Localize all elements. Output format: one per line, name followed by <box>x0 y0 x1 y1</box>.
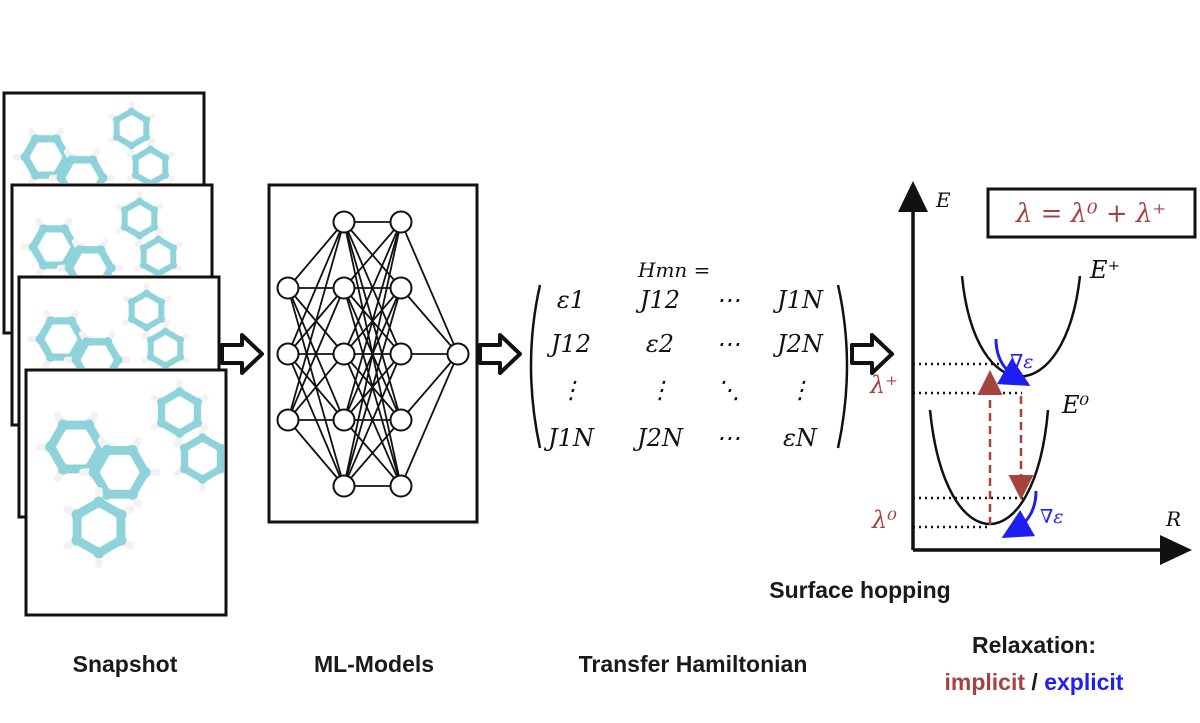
nn-neuron <box>332 408 356 432</box>
matrix-cell: ⋯ <box>716 330 740 358</box>
nn-neuron <box>446 342 470 366</box>
matrix-cell: ⋮ <box>559 376 583 404</box>
nn-connection <box>343 353 402 487</box>
flow-arrow-3 <box>850 333 894 375</box>
nn-neuron <box>389 210 413 234</box>
nn-connection <box>400 221 459 355</box>
nn-neuron <box>389 342 413 366</box>
r-axis-arrowhead <box>1160 535 1192 565</box>
nn-connection <box>343 287 402 487</box>
nn-connection <box>287 353 345 421</box>
nn-neuron <box>276 276 300 300</box>
flow-arrow-2 <box>478 333 522 375</box>
nn-connection <box>287 419 345 487</box>
matrix-cell: εN <box>783 424 818 452</box>
relaxation-separator: / <box>1025 669 1044 695</box>
molecule-images <box>12 101 224 568</box>
nn-connection <box>287 221 345 355</box>
lambda-formula: λ = λ⁰ + λ⁺ <box>1015 199 1166 229</box>
hamiltonian-lhs: Hmn = <box>637 258 710 282</box>
neural-network <box>276 210 470 498</box>
nn-neuron <box>389 408 413 432</box>
lower-relaxation-arrow <box>1001 490 1038 538</box>
upper-gradient-label: ∇ε <box>1010 351 1033 373</box>
explicit-label: explicit <box>1044 669 1124 695</box>
nn-neuron <box>332 342 356 366</box>
lower-curve-label: E⁰ <box>1061 391 1090 419</box>
nn-connection <box>400 353 459 421</box>
nn-connection <box>343 419 402 487</box>
nn-connection <box>400 353 459 487</box>
matrix-cell: J1N <box>772 286 824 314</box>
nn-neuron <box>389 276 413 300</box>
flow-arrow-1 <box>220 333 264 375</box>
nn-connection <box>400 287 459 355</box>
nn-neuron <box>332 276 356 300</box>
ml-models-label: ML-Models <box>314 651 434 677</box>
matrix-cell: ⋯ <box>716 286 740 314</box>
matrix-cell: J12 <box>635 286 680 314</box>
matrix-cell: ⋱ <box>716 376 740 404</box>
snapshot-stack <box>2 91 228 617</box>
matrix-left-bracket <box>529 284 542 449</box>
molecule-cluster <box>27 283 190 368</box>
upper-curve-label: E⁺ <box>1089 256 1120 284</box>
matrix-cell: ε2 <box>646 330 674 358</box>
r-axis-label: R <box>1165 507 1181 531</box>
implicit-label: implicit <box>945 669 1026 695</box>
upper-relaxation-arrow <box>994 338 1031 386</box>
matrix-cell: J2N <box>772 330 824 358</box>
nn-neuron <box>332 210 356 234</box>
matrix-cell: J1N <box>543 424 595 452</box>
lambda-plus-label: λ⁺ <box>869 371 898 399</box>
nn-neuron <box>276 342 300 366</box>
energy-axis-arrowhead <box>898 181 928 212</box>
surface-hopping-label: Surface hopping <box>769 577 950 603</box>
snapshot-label: Snapshot <box>73 651 178 677</box>
nn-connection <box>343 221 402 355</box>
molecule-cluster <box>35 379 224 568</box>
matrix-cell: J12 <box>546 330 591 358</box>
relaxation-label: Relaxation: <box>972 632 1096 658</box>
matrix-cell: ⋯ <box>716 424 740 452</box>
matrix-cell: ⋮ <box>788 376 812 404</box>
matrix-right-bracket <box>836 284 849 449</box>
lower-gradient-label: ∇ε <box>1040 506 1063 528</box>
nn-connection <box>287 287 345 421</box>
nn-connection <box>343 221 402 487</box>
transfer-hamiltonian-label: Transfer Hamiltonian <box>579 651 808 677</box>
nn-connection <box>287 221 345 421</box>
lambda-zero-label: λ⁰ <box>871 506 897 534</box>
matrix-cell: ⋮ <box>648 376 672 404</box>
nn-connection <box>343 221 402 421</box>
energy-diagram: E R λ = λ⁰ + λ⁺ ∇ε ∇ε E⁺ E⁰ λ⁺ λ⁰ <box>869 181 1197 565</box>
nn-neuron <box>276 408 300 432</box>
nn-neuron <box>389 474 413 498</box>
nn-connection <box>343 221 402 289</box>
lambda-formula-box <box>986 187 1197 239</box>
molecule-cluster <box>12 101 175 183</box>
matrix-cell: J2N <box>632 424 684 452</box>
nn-connection <box>287 221 345 289</box>
nn-neuron <box>332 474 356 498</box>
molecule-cluster <box>20 191 183 275</box>
matrix-cell: ε1 <box>557 286 585 314</box>
relaxation-modes: implicit / explicit <box>945 669 1124 695</box>
energy-axis-label: E <box>935 188 951 212</box>
